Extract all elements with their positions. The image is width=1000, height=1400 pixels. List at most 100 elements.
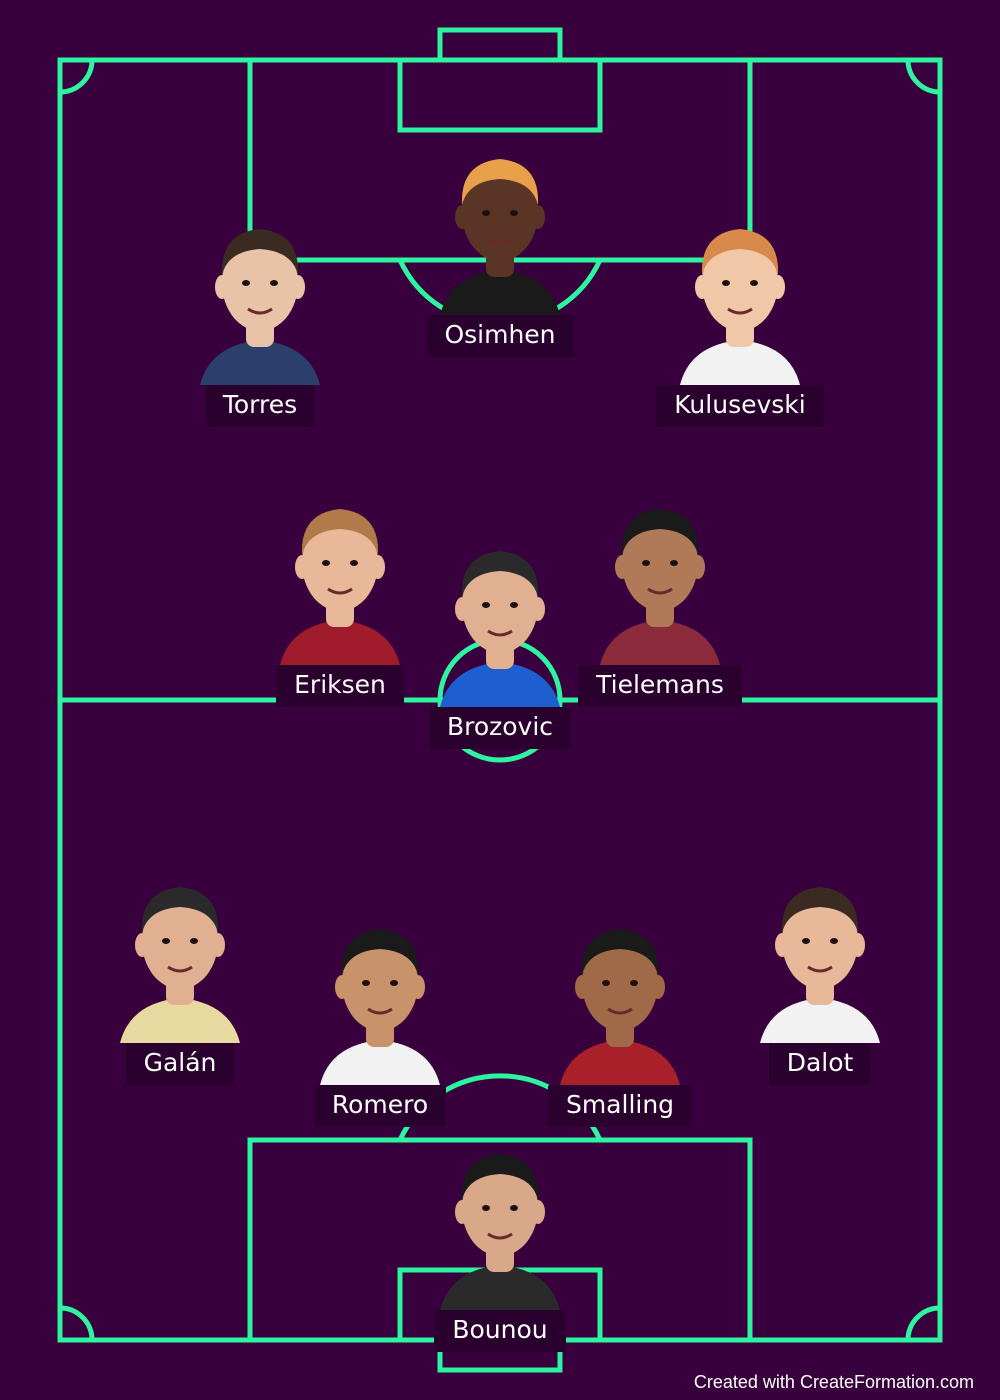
eye-shape bbox=[722, 280, 730, 286]
eye-shape bbox=[802, 938, 810, 944]
player-card-galan: Galán bbox=[70, 863, 290, 1103]
eye-shape bbox=[750, 280, 758, 286]
hair-shape bbox=[701, 229, 779, 275]
face-shape bbox=[462, 165, 538, 261]
shirt-shape bbox=[760, 998, 880, 1043]
player-portrait-icon bbox=[680, 229, 800, 385]
eye-shape bbox=[322, 560, 330, 566]
player-card-dalot: Dalot bbox=[710, 863, 930, 1103]
eye-shape bbox=[482, 602, 490, 608]
hair-shape bbox=[461, 159, 539, 205]
top-goal-area bbox=[397, 57, 603, 133]
player-card-bounou: Bounou bbox=[390, 1130, 610, 1370]
player-name: Torres bbox=[204, 385, 316, 427]
player-card-tielemans: Tielemans bbox=[550, 485, 770, 725]
face-shape bbox=[462, 557, 538, 653]
player-portrait-icon bbox=[320, 929, 440, 1085]
player-card-smalling: Smalling bbox=[510, 905, 730, 1145]
eye-shape bbox=[482, 210, 490, 216]
eye-shape bbox=[670, 560, 678, 566]
face-shape bbox=[702, 235, 778, 331]
player-name: Romero bbox=[313, 1085, 447, 1127]
shirt-shape bbox=[440, 662, 560, 707]
player-card-kulusevski: Kulusevski bbox=[630, 205, 850, 445]
player-card-torres: Torres bbox=[150, 205, 370, 445]
mouth-shape bbox=[487, 237, 513, 245]
face-shape bbox=[222, 235, 298, 331]
player-card-brozovic: Brozovic bbox=[390, 527, 610, 767]
corner-arc-top-right bbox=[905, 59, 941, 95]
hair-shape bbox=[581, 929, 659, 975]
eye-shape bbox=[510, 1205, 518, 1211]
hair-shape bbox=[621, 509, 699, 555]
mouth-shape bbox=[247, 307, 273, 315]
credit-text: Created with CreateFormation.com bbox=[693, 1372, 974, 1392]
eye-shape bbox=[350, 560, 358, 566]
player-card-romero: Romero bbox=[270, 905, 490, 1145]
eye-shape bbox=[630, 980, 638, 986]
mouth-shape bbox=[727, 307, 753, 315]
player-name: Smalling bbox=[547, 1085, 693, 1127]
shirt-shape bbox=[440, 270, 560, 315]
player-portrait-icon bbox=[280, 509, 400, 665]
hair-shape bbox=[221, 229, 299, 275]
player-name: Galán bbox=[125, 1043, 235, 1085]
shirt-shape bbox=[120, 998, 240, 1043]
shirt-shape bbox=[440, 1265, 560, 1310]
eye-shape bbox=[602, 980, 610, 986]
face-shape bbox=[342, 935, 418, 1031]
hair-shape bbox=[781, 887, 859, 933]
player-name: Bounou bbox=[434, 1310, 566, 1352]
shirt-shape bbox=[280, 620, 400, 665]
hair-shape bbox=[341, 929, 419, 975]
hair-shape bbox=[461, 551, 539, 597]
shirt-shape bbox=[600, 620, 720, 665]
face-shape bbox=[142, 893, 218, 989]
face-shape bbox=[302, 515, 378, 611]
eye-shape bbox=[362, 980, 370, 986]
eye-shape bbox=[242, 280, 250, 286]
eye-shape bbox=[510, 602, 518, 608]
player-portrait-icon bbox=[760, 887, 880, 1043]
mouth-shape bbox=[167, 965, 193, 973]
player-name: Eriksen bbox=[276, 665, 404, 707]
face-shape bbox=[462, 1160, 538, 1256]
shirt-shape bbox=[560, 1040, 680, 1085]
player-portrait-icon bbox=[440, 1154, 560, 1310]
eye-shape bbox=[482, 1205, 490, 1211]
player-portrait-icon bbox=[200, 229, 320, 385]
player-card-osimhen: Osimhen bbox=[390, 135, 610, 375]
shirt-shape bbox=[680, 340, 800, 385]
mouth-shape bbox=[607, 1007, 633, 1015]
eye-shape bbox=[390, 980, 398, 986]
mouth-shape bbox=[487, 1232, 513, 1240]
player-name: Kulusevski bbox=[656, 385, 824, 427]
face-shape bbox=[622, 515, 698, 611]
corner-arc-bottom-right bbox=[905, 1305, 941, 1341]
face-shape bbox=[582, 935, 658, 1031]
mouth-shape bbox=[327, 587, 353, 595]
player-portrait-icon bbox=[120, 887, 240, 1043]
player-portrait-icon bbox=[600, 509, 720, 665]
shirt-shape bbox=[320, 1040, 440, 1085]
player-name: Tielemans bbox=[578, 665, 742, 707]
face-shape bbox=[782, 893, 858, 989]
mouth-shape bbox=[807, 965, 833, 973]
player-portrait-icon bbox=[560, 929, 680, 1085]
eye-shape bbox=[830, 938, 838, 944]
hair-shape bbox=[141, 887, 219, 933]
mouth-shape bbox=[487, 629, 513, 637]
player-name: Dalot bbox=[768, 1043, 872, 1085]
eye-shape bbox=[510, 210, 518, 216]
top-goal bbox=[437, 27, 563, 63]
mouth-shape bbox=[647, 587, 673, 595]
player-name: Osimhen bbox=[426, 315, 574, 357]
eye-shape bbox=[162, 938, 170, 944]
eye-shape bbox=[270, 280, 278, 286]
player-portrait-icon bbox=[440, 159, 560, 315]
hair-shape bbox=[461, 1154, 539, 1200]
player-card-eriksen: Eriksen bbox=[230, 485, 450, 725]
mouth-shape bbox=[367, 1007, 393, 1015]
corner-arc-bottom-left bbox=[59, 1305, 95, 1341]
player-name: Brozovic bbox=[428, 707, 572, 749]
